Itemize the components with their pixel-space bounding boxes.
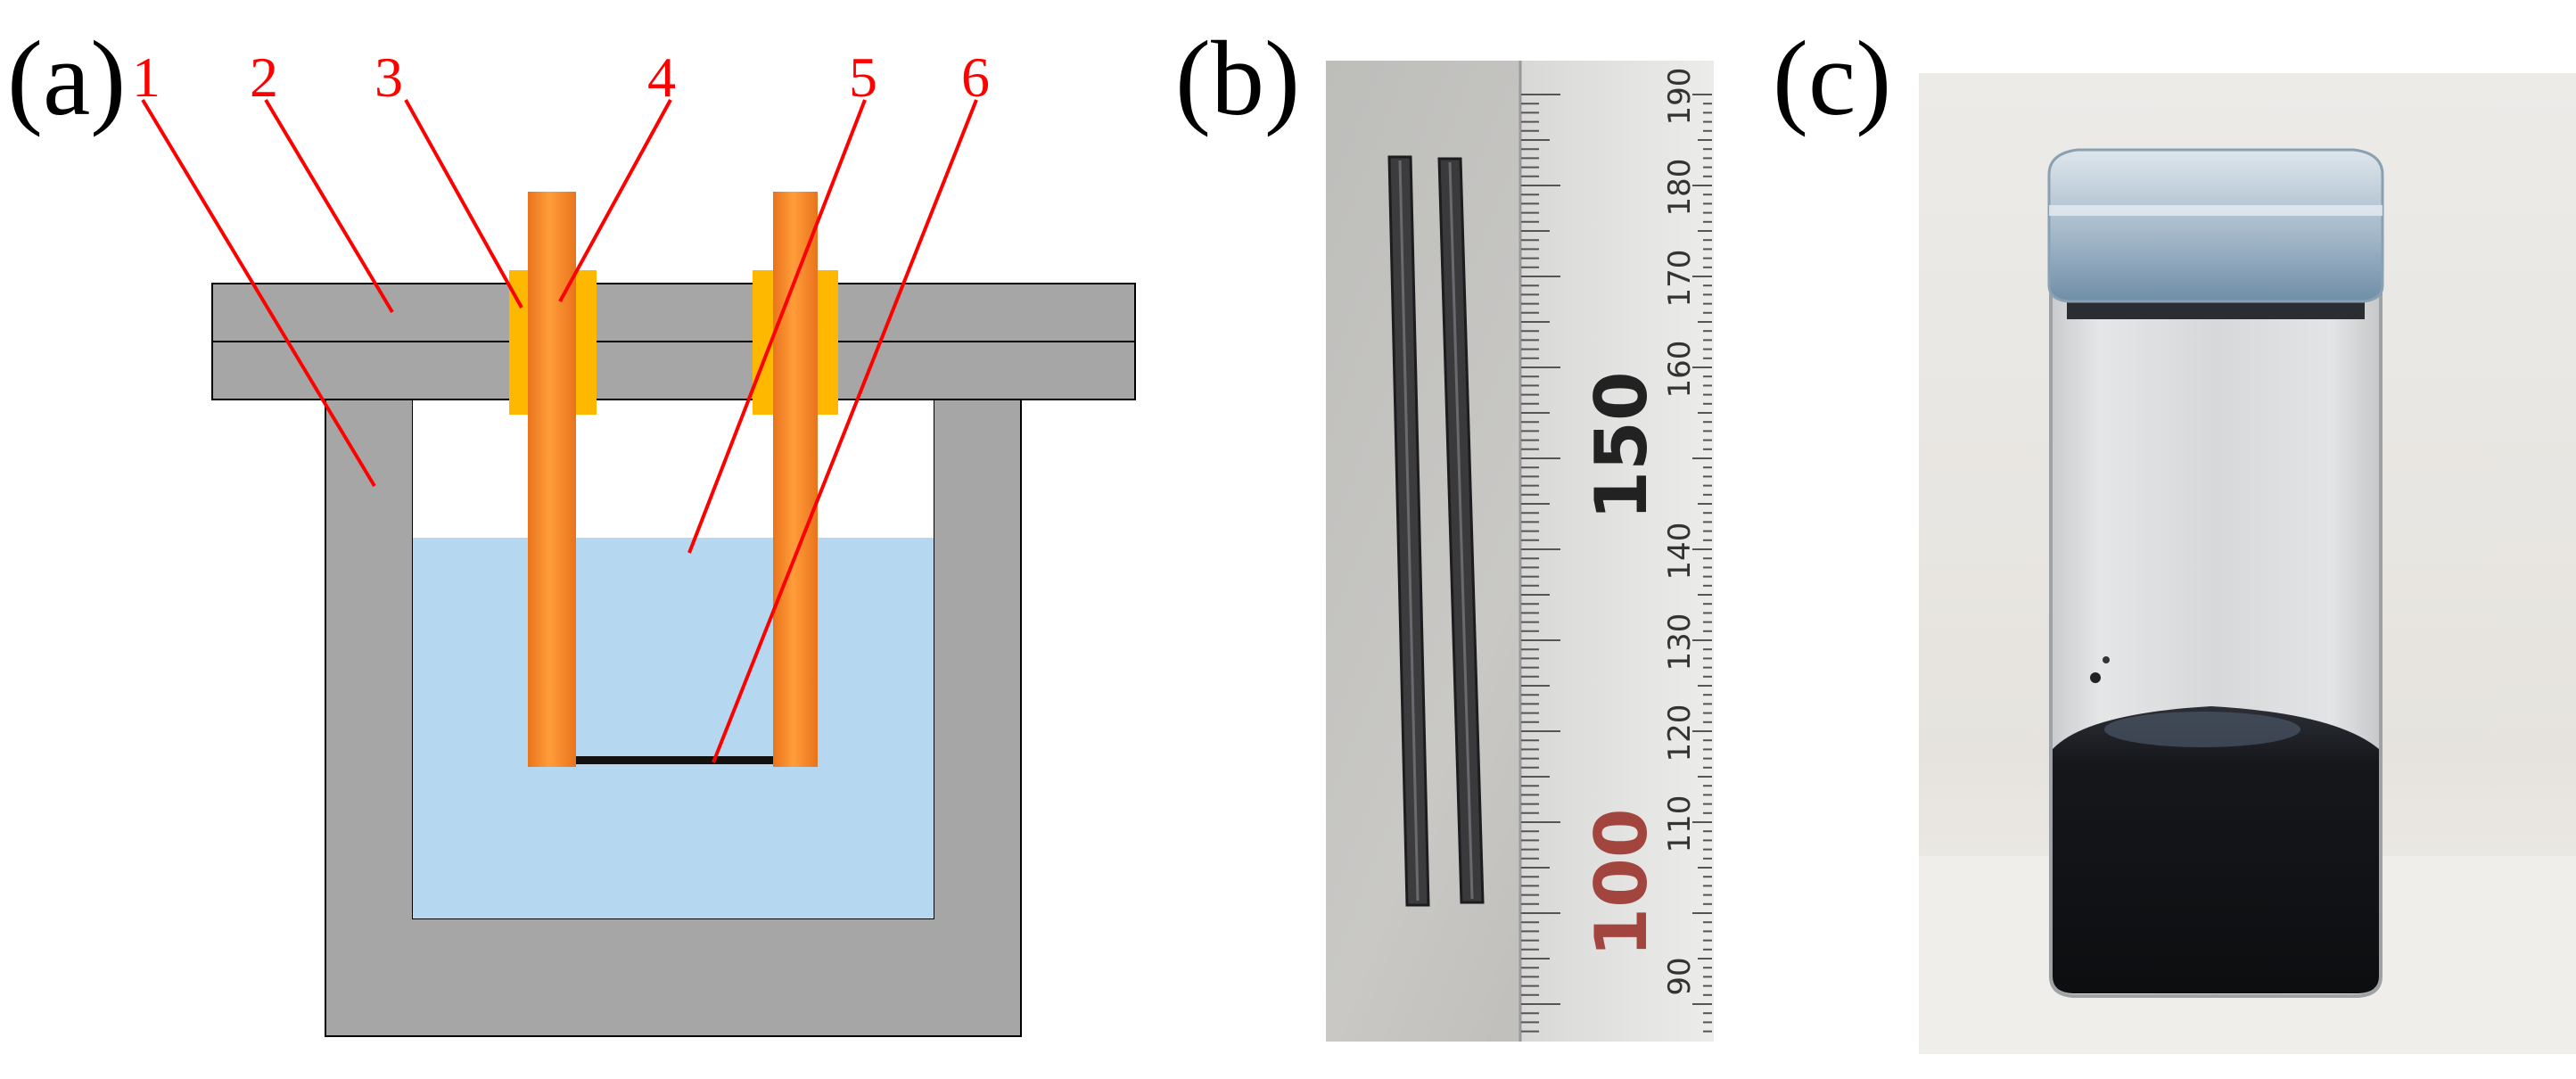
callout-line-5 [687,99,867,554]
headspace [413,397,934,538]
ruler-label-120: 120 [1662,704,1698,762]
ruler-label-190: 190 [1662,68,1698,126]
callout-6: 6 [961,45,990,109]
ruler-label-90: 90 [1662,957,1698,995]
ruler-labels: 190 180 170 160 150 140 130 120 110 100 … [1580,68,1698,996]
callout-line-6 [712,99,978,763]
ruler-label-180: 180 [1662,159,1698,217]
sample-strip [576,756,773,764]
callout-line-4 [558,99,672,302]
callout-5: 5 [849,45,877,109]
callout-3: 3 [374,45,403,109]
ruler-label-130: 130 [1662,614,1698,671]
electrolyte [413,538,934,918]
panel-b-label: (b) [1175,19,1300,137]
callout-line-3 [404,99,523,309]
callout-lines [141,98,978,763]
panel-a-label: (a) [7,19,126,137]
left-electrode [528,192,576,767]
panel-b: (b) 190 180 170 160 150 140 130 120 110 … [1175,19,1714,1042]
ruler [1520,61,1714,1042]
panel-a: (a) 1 2 3 4 5 6 [7,19,1136,1037]
ruler-ticks [1521,94,1712,1033]
callout-line-1 [141,98,376,488]
ruler-label-100: 100 [1580,809,1663,958]
ruler-label-160: 160 [1662,341,1698,399]
ruler-label-170: 170 [1662,250,1698,308]
callout-numbers: 1 2 3 4 5 6 [132,45,990,109]
ruler-label-150: 150 [1580,372,1663,521]
ruler-label-140: 140 [1662,523,1698,581]
ruler-label-110: 110 [1662,795,1698,853]
callout-line-2 [264,98,394,314]
vial-cap [2047,148,2384,303]
lid-top-layer [211,283,1136,342]
panel-c: (c) [1773,19,2576,1054]
panel-c-label: (c) [1773,19,1891,137]
black-dispersion [2053,706,2379,993]
callout-1: 1 [132,45,160,109]
lid-bottom-layer [211,341,1136,400]
callout-4: 4 [647,45,676,109]
right-electrode [773,192,818,767]
callout-2: 2 [250,45,278,109]
